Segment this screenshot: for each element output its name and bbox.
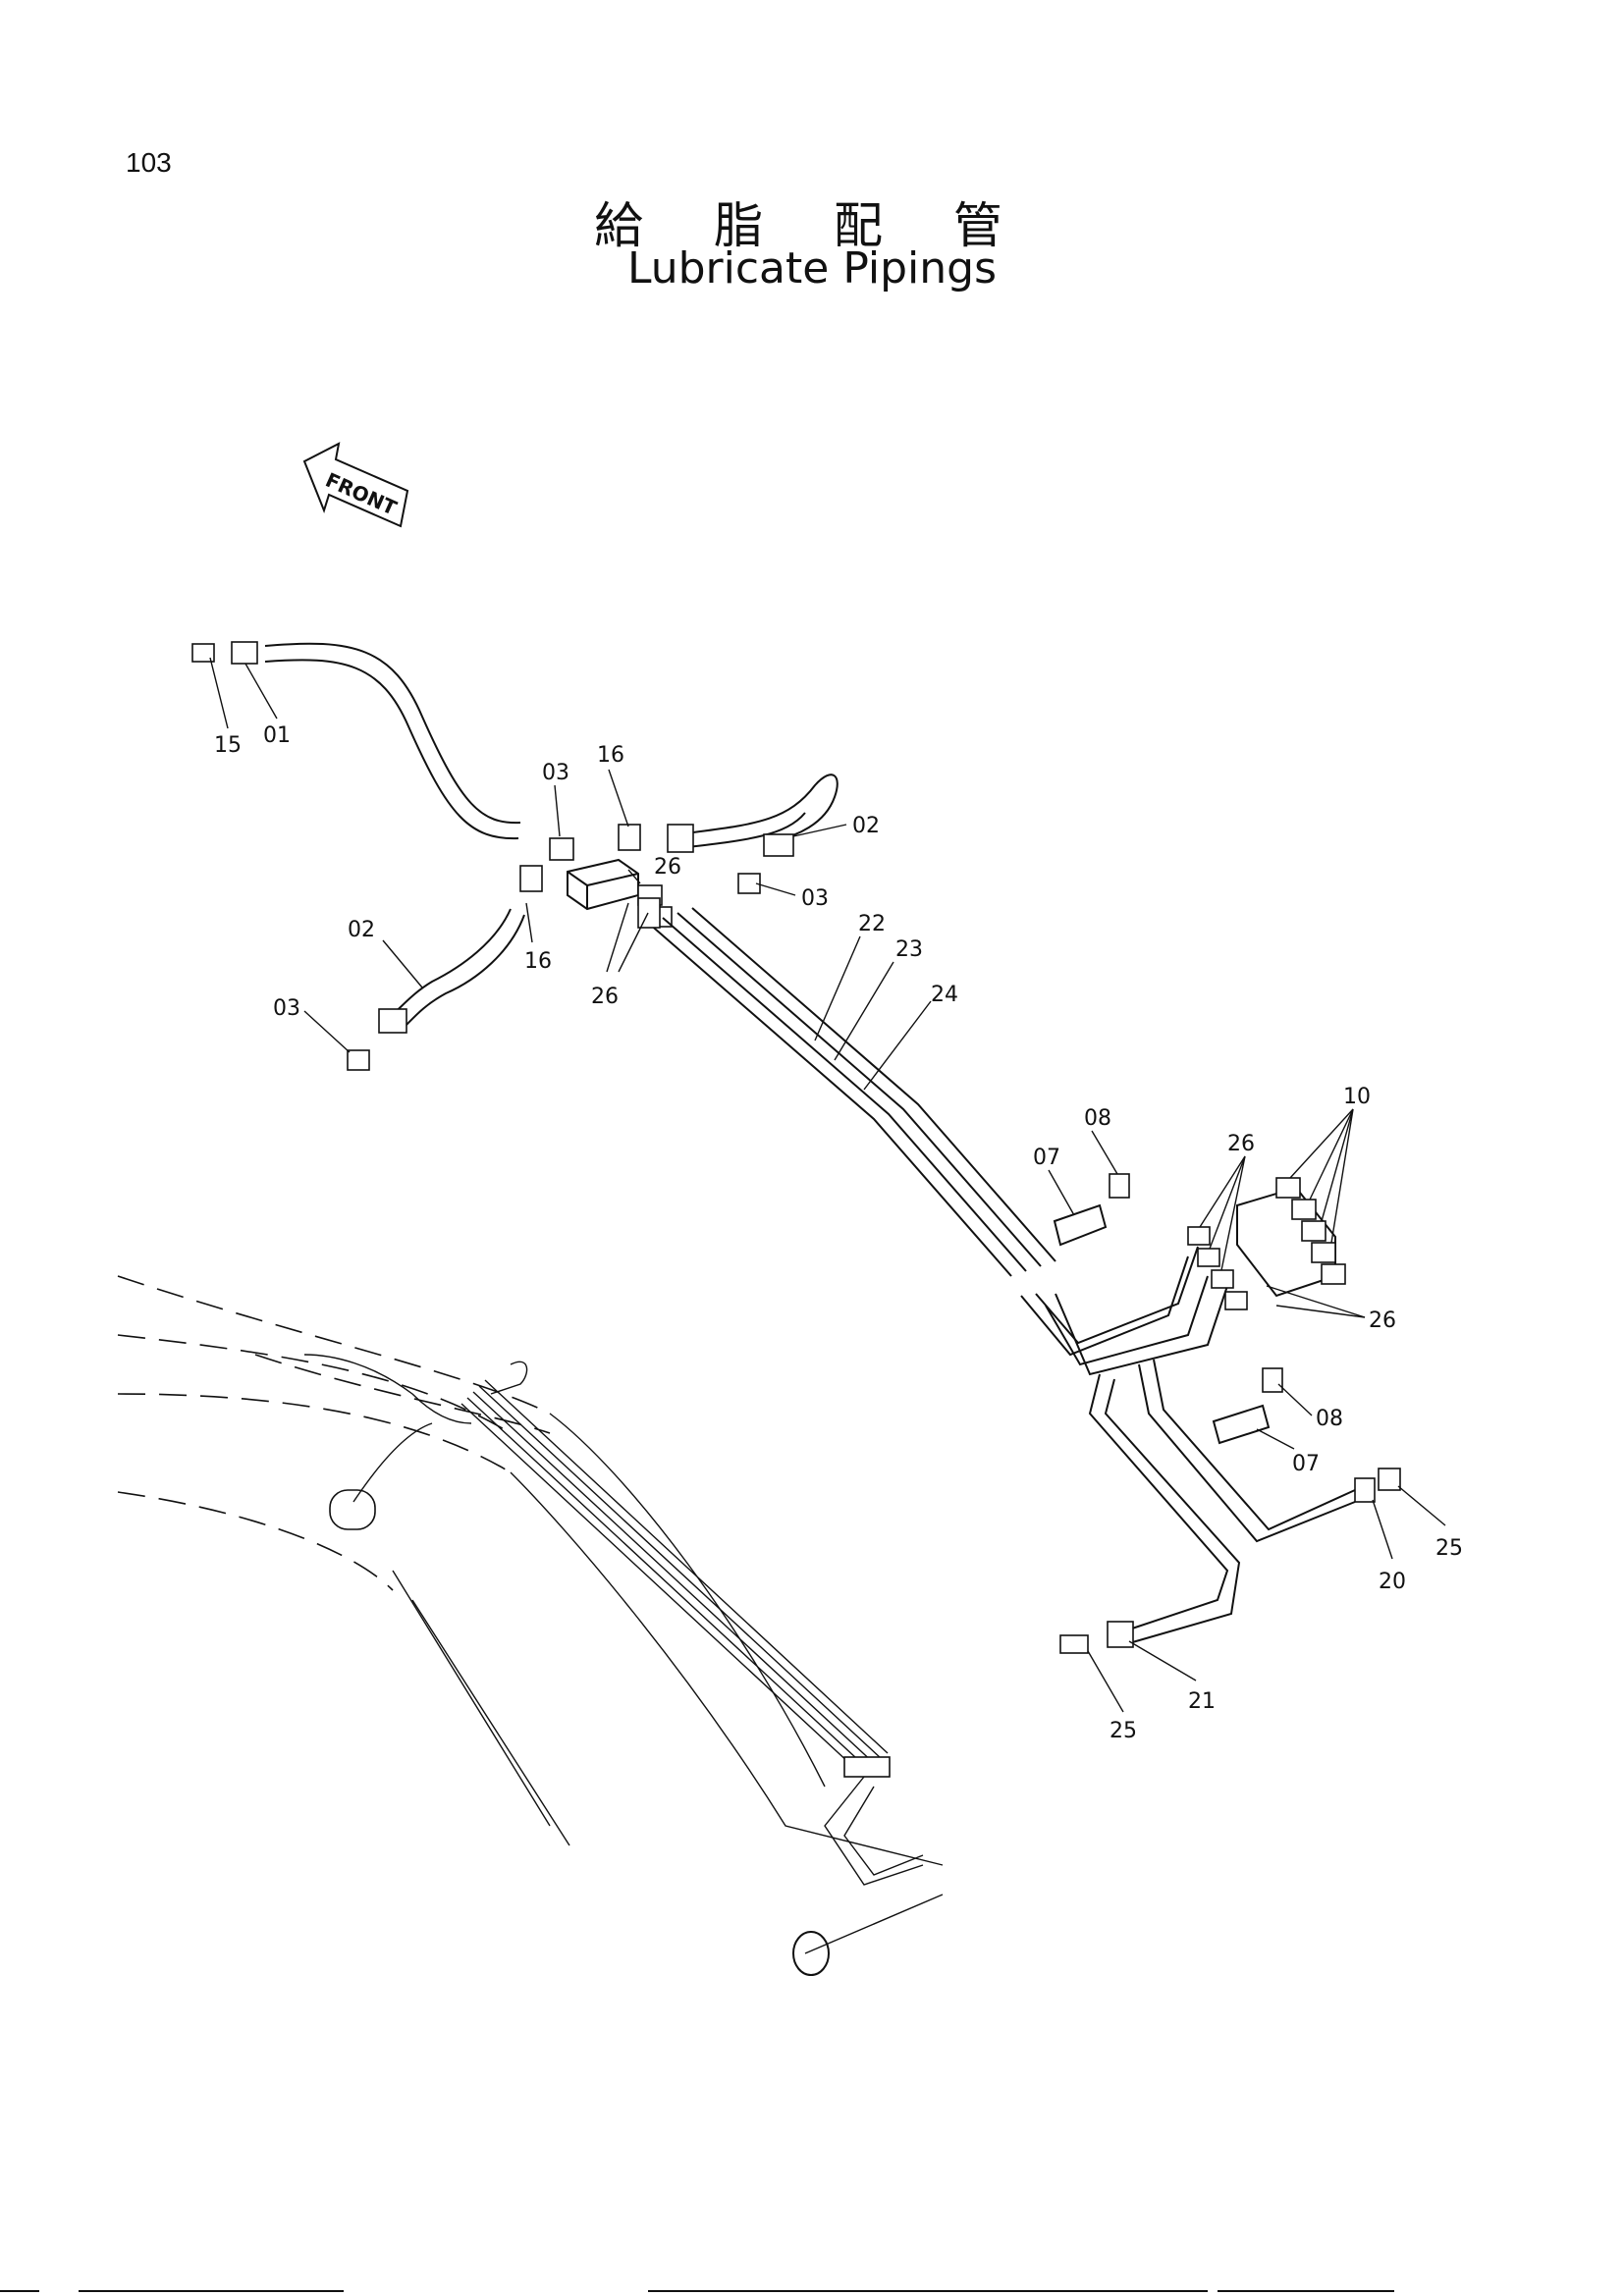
diagram-title-english: Lubricate Pipings (626, 243, 998, 294)
callout-label: 08 (1316, 1407, 1343, 1431)
front-arrow: FRONT (302, 442, 409, 528)
front-arrow-label: FRONT (322, 468, 401, 520)
bracket-07-lower (1212, 1367, 1283, 1445)
callout-label: 03 (801, 886, 829, 911)
callout-label: 15 (214, 733, 242, 758)
pipes-22-23-24 (637, 897, 1056, 1277)
boom-outline (117, 1275, 944, 1976)
callout-label: 26 (654, 855, 681, 880)
callout-label: 25 (1435, 1536, 1463, 1561)
callout-label: 23 (895, 937, 923, 962)
callout-label: 07 (1292, 1452, 1320, 1476)
callout-label: 02 (348, 918, 375, 942)
callout-label: 16 (524, 949, 552, 974)
page-number: 103 (126, 147, 172, 178)
diagram-title-japanese: 給 脂 配 管 (594, 197, 1030, 254)
callout-label: 25 (1110, 1719, 1137, 1743)
right-distribution-block (1187, 1177, 1346, 1310)
pipes-lower-right (1020, 1246, 1401, 1654)
hose-02-lower (347, 908, 525, 1071)
leader-lines (209, 657, 1446, 1713)
callout-label: 21 (1188, 1689, 1216, 1714)
bracket-07-upper (1053, 1173, 1130, 1247)
callout-label: 22 (858, 912, 886, 936)
callout-label: 16 (597, 743, 624, 768)
callout-label: 03 (273, 996, 300, 1021)
hose-02-upper (667, 774, 839, 894)
callout-label: 24 (931, 983, 958, 1007)
callout-label: 26 (1369, 1308, 1396, 1333)
callout-labels: 15 01 03 16 02 26 03 02 16 26 03 22 23 2… (214, 723, 1463, 1743)
callout-label: 20 (1379, 1570, 1406, 1594)
callout-label: 07 (1033, 1146, 1060, 1170)
callout-label: 08 (1084, 1106, 1111, 1131)
boom-pipes (303, 1354, 924, 1886)
callout-label: 02 (852, 814, 880, 838)
hose-01 (191, 641, 521, 840)
callout-label: 01 (263, 723, 291, 748)
callout-label: 26 (591, 985, 619, 1009)
callout-label: 26 (1227, 1132, 1255, 1156)
callout-label: 03 (542, 761, 569, 785)
callout-label: 10 (1343, 1085, 1371, 1109)
